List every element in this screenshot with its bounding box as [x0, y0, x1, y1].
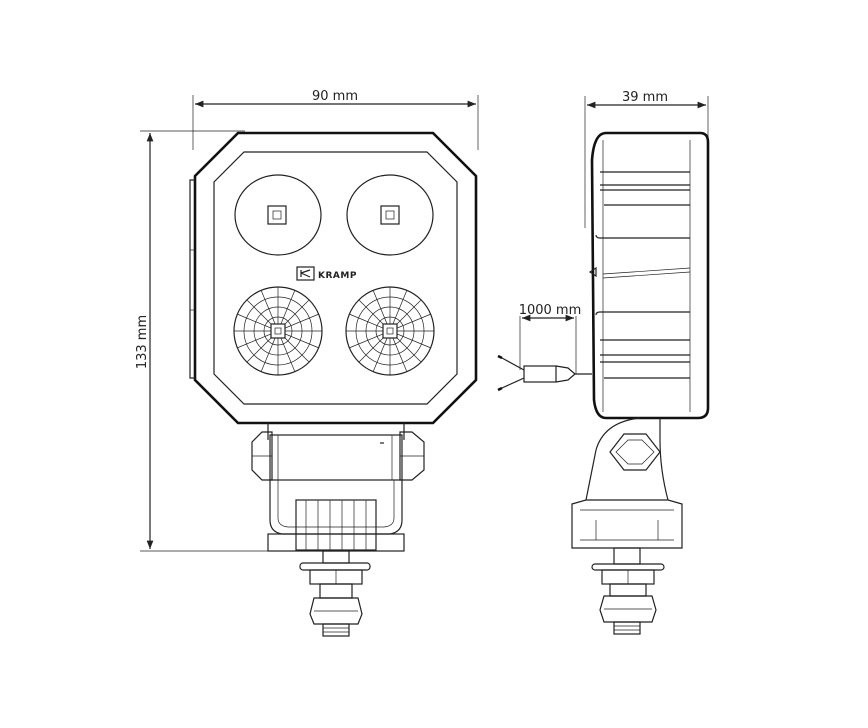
mount-bracket-front	[251, 423, 425, 552]
reflector-top-right	[346, 174, 434, 256]
depth-label: 39 mm	[622, 90, 668, 105]
width-dimension: 90 mm	[192, 89, 479, 150]
side-view: 39 mm 1000 mm	[497, 90, 710, 635]
reflector-top-left	[234, 174, 322, 256]
height-dimension: 133 mm	[135, 130, 268, 552]
cable	[497, 354, 592, 392]
height-label: 133 mm	[135, 315, 150, 369]
width-label: 90 mm	[312, 89, 358, 104]
mount-bracket-side	[571, 417, 683, 549]
lamp-housing	[189, 131, 478, 425]
cable-length-label: 1000 mm	[519, 303, 582, 318]
led-optic-left	[233, 286, 323, 376]
led-optic-right	[345, 286, 435, 376]
cable-length-dimension: 1000 mm	[519, 303, 582, 374]
mount-bolt-front	[299, 550, 371, 637]
brand-logo: KRAMP	[296, 266, 357, 281]
side-housing	[588, 131, 710, 420]
depth-dimension: 39 mm	[584, 90, 709, 228]
mount-bolt-side	[591, 547, 665, 635]
brand-logo-text: KRAMP	[318, 271, 357, 281]
front-view: 90 mm 133 mm	[135, 89, 479, 637]
